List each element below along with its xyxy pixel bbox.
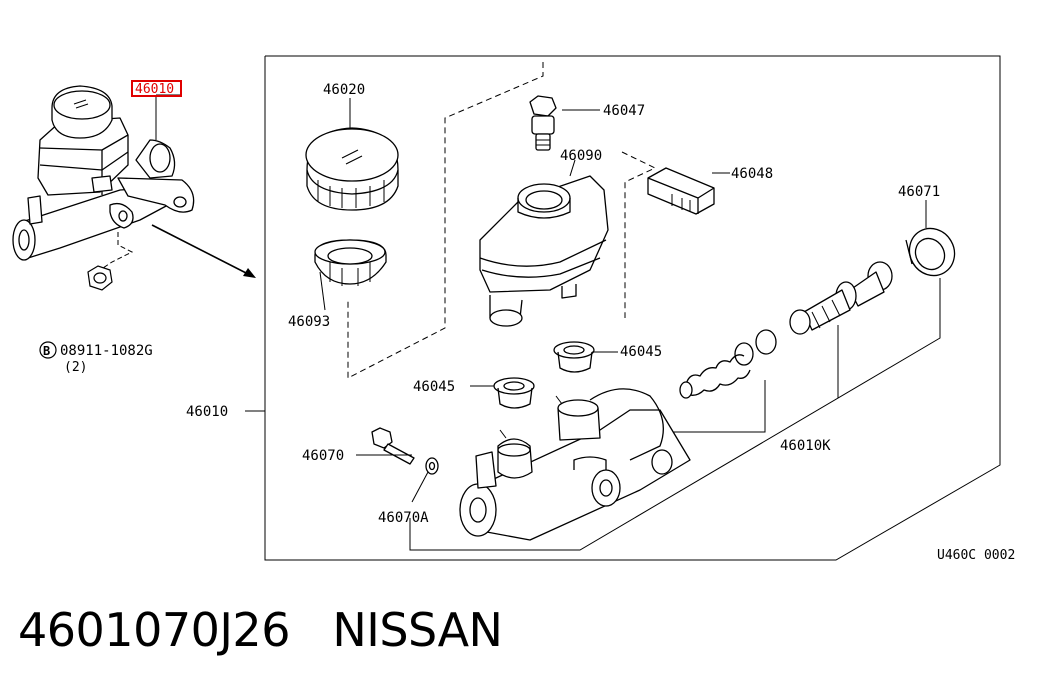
label-grommet-upper: 46045: [620, 344, 662, 360]
bleeder-screw-drawing: [371, 427, 415, 465]
caption-spacer: [290, 603, 332, 657]
piston-kit-drawing: [679, 261, 893, 399]
reservoir-cap-drawing: [305, 127, 399, 211]
label-strainer: 46093: [288, 314, 330, 330]
diagram-frame: [264, 55, 1001, 561]
caption-brand: NISSAN: [332, 603, 503, 657]
connector-drawing: [647, 167, 715, 215]
label-reservoir: 46090: [560, 148, 602, 164]
overview-master-cylinder: [12, 85, 195, 261]
thumbnail-label: 46010: [135, 82, 174, 97]
bolt-symbol-circle: [39, 341, 57, 359]
bolt-quantity: (2): [64, 360, 87, 375]
pointer-arrow: [151, 224, 256, 278]
reservoir-drawing: [479, 175, 609, 327]
strainer-drawing: [314, 239, 387, 286]
label-bleeder-cap: 46070A: [378, 510, 429, 526]
fitting-bolt-drawing: [529, 95, 557, 151]
dashed-groupings: [347, 62, 657, 379]
part-leaders: [319, 98, 927, 503]
label-grommet-lower: 46045: [413, 379, 455, 395]
part-caption: 4601070J26 NISSAN: [18, 600, 503, 660]
bleeder-cap-drawing: [425, 457, 439, 475]
grommet-upper-drawing: [553, 341, 595, 373]
cylinder-body-drawing: [459, 388, 691, 541]
label-piston-kit: 46010K: [780, 438, 831, 454]
bolt-part-number: 08911-1082G: [60, 343, 153, 359]
bolt-symbol: B: [43, 344, 50, 358]
label-connector: 46048: [731, 166, 773, 182]
label-bleeder-screw: 46070: [302, 448, 344, 464]
label-cap: 46020: [323, 82, 365, 98]
drawing-code: U460C 0002: [937, 548, 1015, 563]
seal-ring-drawing: [905, 227, 956, 277]
label-assembly: 46010: [186, 404, 228, 420]
bolt-icon: [87, 265, 113, 291]
caption-part-number: 4601070J26: [18, 603, 290, 657]
label-seal-ring: 46071: [898, 184, 940, 200]
label-fitting-bolt: 46047: [603, 103, 645, 119]
grommet-lower-drawing: [493, 377, 535, 409]
highlight-box: [131, 80, 182, 97]
